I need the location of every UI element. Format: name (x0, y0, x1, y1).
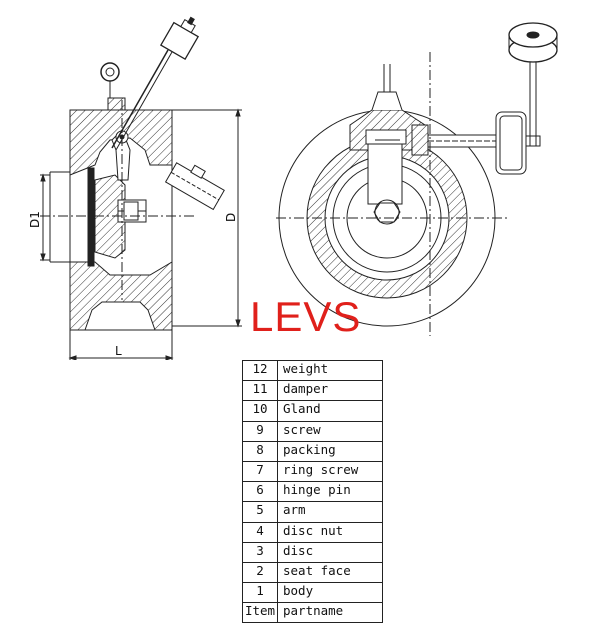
end-view (276, 22, 558, 336)
part-name: weight (277, 359, 383, 382)
part-name: disc nut (277, 521, 383, 543)
part-name: Gland (277, 400, 383, 422)
end-arm (365, 129, 407, 145)
part-number: Item (242, 602, 278, 624)
gland (411, 124, 429, 156)
part-number: 10 (242, 400, 278, 422)
part-number: 12 (242, 359, 278, 382)
lever-rod (111, 49, 169, 149)
part-number: 1 (242, 582, 278, 604)
damper (164, 162, 225, 211)
part-number: 5 (242, 501, 278, 523)
part-name: partname (277, 602, 383, 624)
part-number: 4 (242, 521, 278, 543)
part-number: 2 (242, 561, 278, 584)
part-name: arm (277, 501, 383, 523)
part-number: 6 (242, 481, 278, 503)
part-name: damper (277, 380, 383, 402)
dim-label-d1: D1 (28, 211, 42, 228)
part-name: hinge pin (277, 481, 383, 503)
part-name: packing (277, 440, 383, 462)
part-number: 11 (242, 380, 278, 402)
part-number: 7 (242, 460, 278, 483)
part-number: 9 (242, 420, 278, 442)
levs-logo: LEVS (250, 293, 362, 340)
part-number: 3 (242, 541, 278, 563)
dim-label-d: D (224, 213, 238, 222)
inlet-flange (50, 171, 71, 263)
body-lower (69, 261, 173, 331)
part-number: 8 (242, 440, 278, 462)
part-name: seat face (277, 561, 383, 584)
seat-face (87, 167, 95, 267)
disc (94, 174, 126, 259)
dim-label-l: L (115, 344, 122, 358)
weight (159, 16, 200, 61)
part-name: disc (277, 541, 383, 563)
disc-nut-hex (123, 201, 139, 221)
part-name: ring screw (277, 460, 383, 483)
section-view (40, 16, 242, 360)
part-name: screw (277, 420, 383, 442)
valve-drawing: D1 D L (28, 16, 558, 360)
part-name: body (277, 582, 383, 604)
